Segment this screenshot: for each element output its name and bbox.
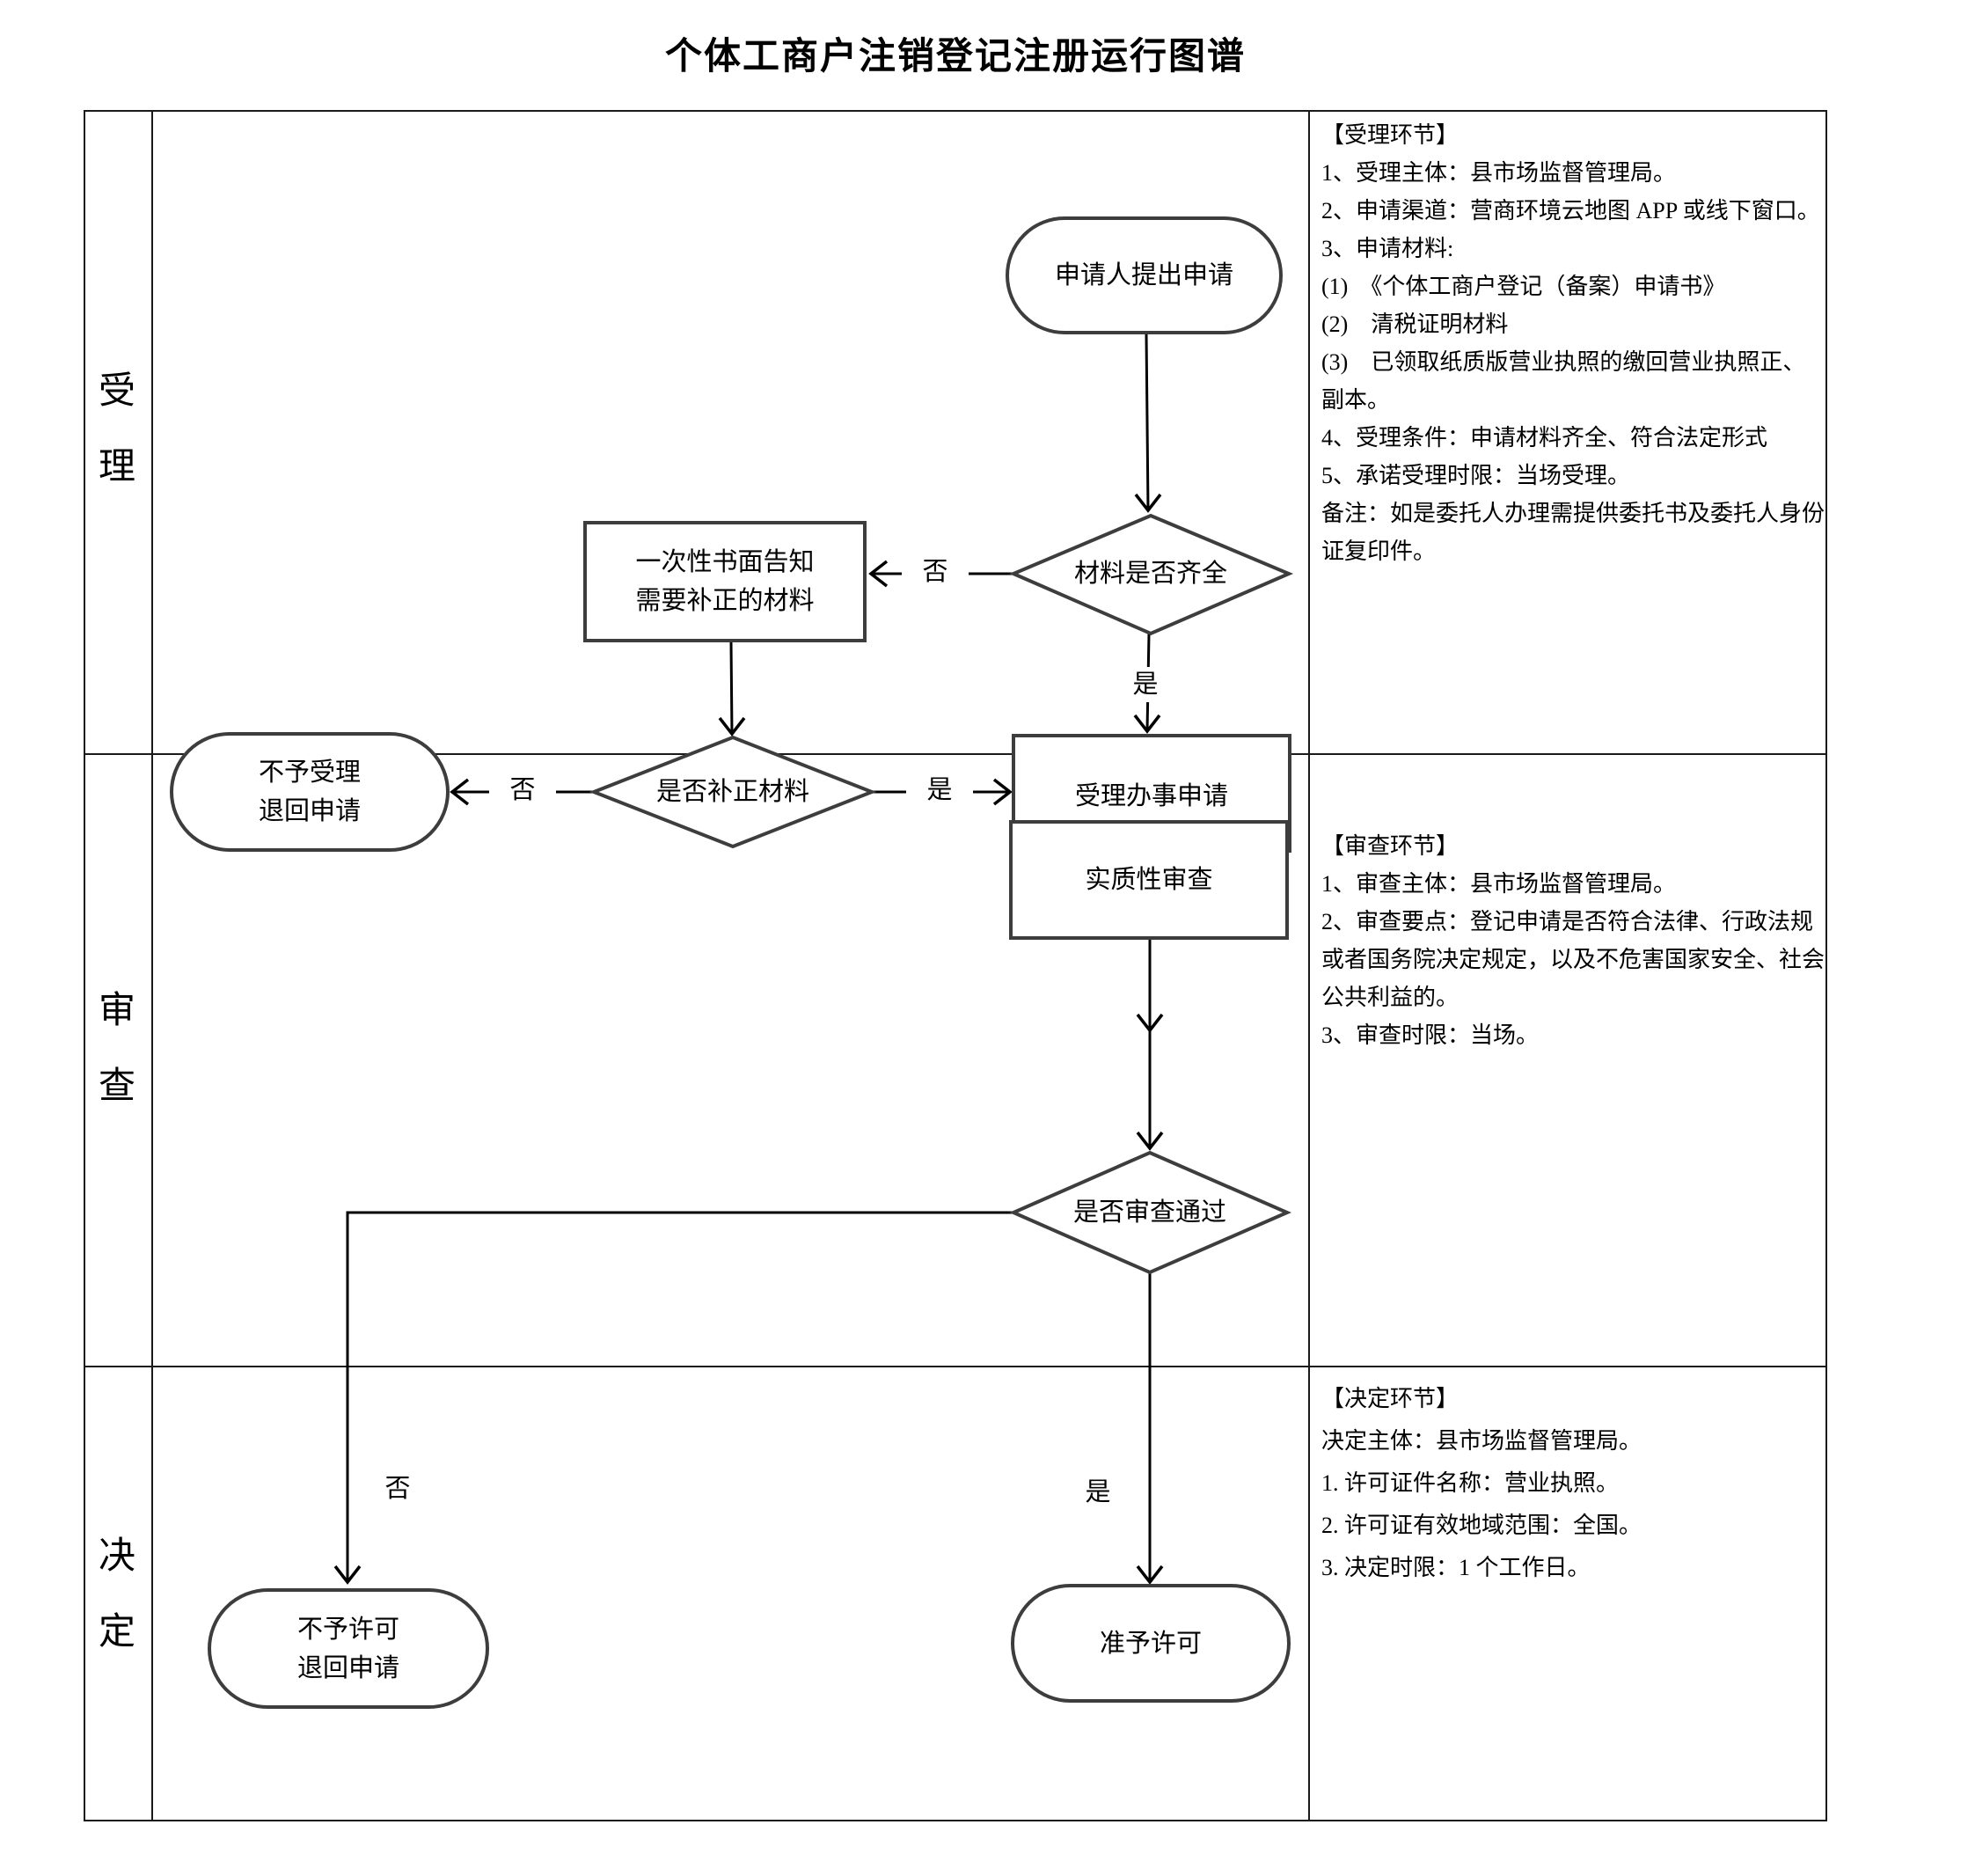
- stage-label-acceptance: 受理: [98, 371, 135, 487]
- terminal-not-accepted: 不予受理 退回申请: [170, 732, 450, 852]
- decision-materials-complete-label: 材料是否齐全: [1073, 560, 1227, 588]
- arrowhead-down-icon: [718, 716, 746, 736]
- arrowhead-right-icon: [992, 778, 1013, 806]
- panel-line: 1、受理主体：县市场监督管理局。: [1321, 160, 1677, 186]
- grant-label: 准予许可: [1099, 1629, 1202, 1658]
- connector-decision-no: [346, 1211, 1013, 1582]
- panel-line: 4、受理条件：申请材料齐全、符合法定形式: [1321, 425, 1768, 451]
- panel-line: 3、审查时限：当场。: [1321, 1022, 1540, 1048]
- edge-label-yes-materials: 是: [1126, 667, 1165, 702]
- panel-line: 备注：如是委托人办理需提供委托书及委托人身份证复印件。: [1321, 501, 1825, 564]
- panel-line: 3、申请材料:: [1321, 236, 1454, 261]
- substantive-review-label: 实质性审查: [1085, 866, 1213, 894]
- panel-line: 1、审查主体：县市场监督管理局。: [1321, 871, 1677, 897]
- panel-line: 3. 决定时限：1 个工作日。: [1321, 1555, 1591, 1580]
- terminal-deny: 不予许可 退回申请: [208, 1588, 489, 1709]
- band-divider-review-decision: [84, 1366, 1827, 1367]
- panel-line: 决定主体：县市场监督管理局。: [1321, 1428, 1642, 1454]
- arrowhead-left-icon: [450, 778, 470, 806]
- arrowhead-down-icon: [1133, 714, 1161, 734]
- panel-line: 2、审查要点：登记申请是否符合法律、行政法规或者国务院决定规定，以及不危害国家安…: [1321, 909, 1825, 1010]
- panel-line: 1. 许可证件名称：营业执照。: [1321, 1470, 1620, 1496]
- deny-line2: 退回申请: [296, 1653, 399, 1682]
- panel-line: (1) 《个体工商户登记（备案）申请书》: [1321, 274, 1726, 299]
- arrowhead-down-icon: [1134, 493, 1162, 513]
- panel-decision: 【决定环节】 决定主体：县市场监督管理局。 1. 许可证件名称：营业执照。 2.…: [1321, 1378, 1825, 1589]
- process-substantive-review: 实质性审查: [1009, 820, 1289, 940]
- arrowhead-down-icon: [333, 1565, 362, 1585]
- notice-line1: 一次性书面告知: [635, 548, 815, 576]
- panel-acceptance: 【受理环节】 1、受理主体：县市场监督管理局。 2、申请渠道：营商环境云地图 A…: [1321, 116, 1825, 570]
- arrowhead-down-icon: [1136, 1013, 1164, 1033]
- panel-line: 5、承诺受理时限：当场受理。: [1321, 463, 1631, 488]
- panel-line: 2. 许可证有效地域范围：全国。: [1321, 1513, 1642, 1538]
- decision-supplement-materials-label: 是否补正材料: [655, 778, 809, 806]
- process-written-notice: 一次性书面告知 需要补正的材料: [583, 521, 867, 642]
- band-divider-acceptance-review: [84, 753, 1827, 755]
- arrowhead-left-icon: [868, 560, 889, 588]
- panel-review-heading: 【审查环节】: [1321, 833, 1460, 859]
- arrowhead-down-icon: [1136, 1565, 1164, 1585]
- panel-line: 2、申请渠道：营商环境云地图 APP 或线下窗口。: [1321, 198, 1820, 224]
- terminal-grant: 准予许可: [1011, 1584, 1291, 1703]
- notice-line2: 需要补正的材料: [635, 587, 815, 615]
- info-column-divider: [1308, 110, 1310, 1821]
- page-title: 个体工商户注销登记注册运行图谱: [664, 35, 1246, 77]
- decision-supplement-materials-shape: [589, 735, 877, 849]
- connector-notice-to-supplement: [729, 641, 734, 735]
- edge-label-yes-supplement: 是: [906, 773, 973, 808]
- panel-line: (3) 已领取纸质版营业执照的缴回营业执照正、副本。: [1321, 349, 1806, 413]
- panel-decision-heading: 【决定环节】: [1321, 1386, 1460, 1411]
- accept-application-label: 受理办事申请: [1074, 782, 1228, 810]
- stage-label-decision: 决定: [98, 1536, 135, 1652]
- panel-acceptance-heading: 【受理环节】: [1321, 122, 1460, 148]
- decision-review-passed-label: 是否审查通过: [1072, 1198, 1226, 1227]
- deny-line1: 不予许可: [296, 1615, 399, 1644]
- stage-label-review: 审查: [98, 991, 135, 1107]
- edge-label-no-supplement: 否: [489, 773, 556, 808]
- edge-label-yes-review: 是: [1079, 1475, 1117, 1510]
- start-node: 申请人提出申请: [1006, 216, 1283, 334]
- not-accept-line2: 退回申请: [258, 797, 361, 825]
- not-accept-line1: 不予受理: [258, 758, 361, 787]
- panel-review: 【审查环节】 1、审查主体：县市场监督管理局。 2、审查要点：登记申请是否符合法…: [1321, 827, 1825, 1054]
- edge-label-no-review: 否: [378, 1471, 417, 1506]
- panel-line: (2) 清税证明材料: [1321, 311, 1509, 337]
- decision-review-passed-shape: [1009, 1150, 1292, 1275]
- decision-materials-complete-shape: [1008, 513, 1294, 636]
- edge-label-no-materials: 否: [902, 554, 969, 590]
- arrowhead-down-icon: [1136, 1131, 1164, 1151]
- table-border: [84, 110, 1827, 1821]
- connector-start-to-materials: [1145, 333, 1150, 511]
- start-node-label: 申请人提出申请: [1054, 261, 1233, 289]
- stage-column-divider: [151, 110, 153, 1821]
